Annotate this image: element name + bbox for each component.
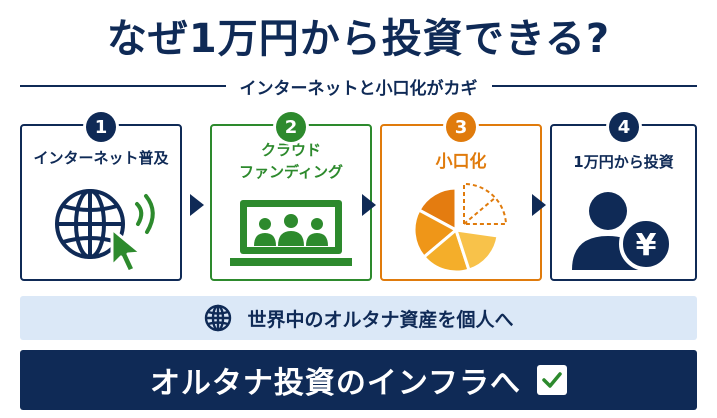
- banner-secondary-text: オルタナ投資のインフラへ: [149, 366, 522, 401]
- globe-icon: [205, 304, 232, 332]
- step-card-4: 1万円から投資 ¥: [550, 124, 697, 281]
- banner-infrastructure: オルタナ投資のインフラへ: [20, 350, 697, 410]
- step-label-3: 小口化: [435, 152, 487, 172]
- subtitle-row: インターネットと小口化がカギ: [20, 74, 697, 99]
- step-card-3: 小口化: [380, 124, 542, 281]
- checkbox-icon: [537, 365, 568, 395]
- step-badge-1: 1: [86, 112, 116, 142]
- divider-left: [20, 85, 226, 87]
- person-yen-icon: ¥: [572, 192, 673, 271]
- arrow-icon-3: [532, 194, 546, 216]
- step-card-2: クラウド ファンディング: [210, 124, 372, 281]
- laptop-people-icon: [230, 200, 352, 266]
- subtitle: インターネットと小口化がカギ: [239, 78, 478, 99]
- yen-symbol: ¥: [636, 228, 657, 263]
- arrow-icon-1: [190, 194, 204, 216]
- step-card-1: インターネット普及: [20, 124, 182, 281]
- arrow-icon-2: [362, 194, 376, 216]
- page-title: なぜ1万円から投資できる?: [106, 16, 611, 62]
- banner-primary-text: 世界中のオルタナ資産を個人へ: [247, 308, 514, 331]
- step-label-2b: ファンディング: [239, 163, 343, 181]
- step-label-2a: クラウド: [260, 141, 321, 159]
- step-badge-3: 3: [446, 112, 476, 142]
- divider-right: [491, 85, 697, 87]
- step-badge-2: 2: [276, 112, 306, 142]
- banner-global-assets: 世界中のオルタナ資産を個人へ: [20, 296, 697, 340]
- check-icon: [542, 372, 562, 388]
- pie-chart-icon: [412, 182, 508, 274]
- step-label-1: インターネット普及: [33, 149, 169, 167]
- step-label-4: 1万円から投資: [573, 153, 674, 171]
- step-badge-4: 4: [609, 112, 639, 142]
- globe-cursor-icon: [55, 189, 155, 274]
